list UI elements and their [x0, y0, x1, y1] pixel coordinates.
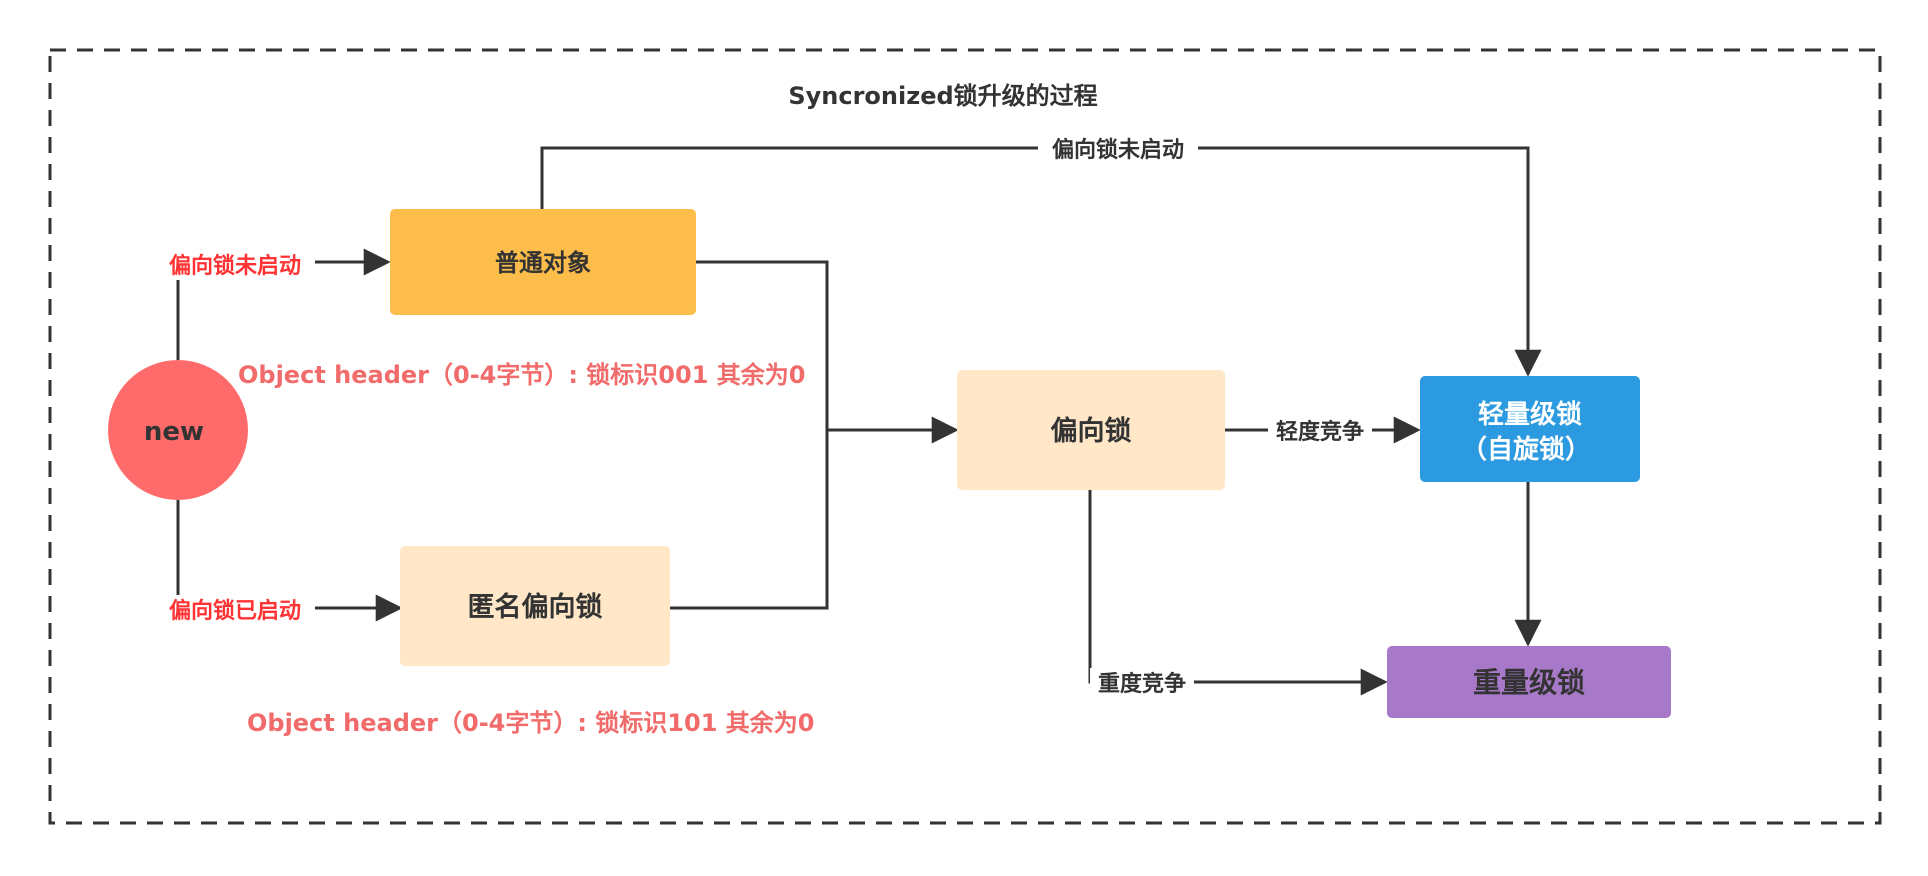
node-heavyweight: [1387, 646, 1671, 718]
note-normal-object-header: Object header（0-4字节）: 锁标识001 其余为0: [238, 361, 805, 389]
node-new: [108, 360, 248, 500]
node-lightweight-label-line2: （自旋锁）: [1461, 434, 1591, 465]
label-bg: [1090, 668, 1194, 698]
node-lightweight-label-line1: 轻量级锁: [1478, 399, 1582, 430]
node-anon-biased: [400, 546, 670, 666]
label-bg: [155, 250, 315, 280]
edge-anon-to-biased: [670, 430, 829, 610]
diagram-frame: [48, 48, 1882, 825]
node-anon-biased-label: 匿名偏向锁: [468, 591, 603, 623]
note-anon-biased-header: Object header（0-4字节）: 锁标识101 其余为0: [247, 709, 814, 737]
edge-new-to-anon: [176, 500, 403, 622]
edge-label-biased-to-lightweight: 轻度竞争: [1276, 419, 1364, 445]
label-bg: [155, 595, 315, 625]
label-bg: [1038, 134, 1198, 164]
node-lightweight: [1420, 376, 1640, 482]
node-heavyweight-label: 重量级锁: [1473, 666, 1585, 699]
edge-normal-to-biased: [696, 260, 829, 430]
edge-label-new-to-anon: 偏向锁已启动: [169, 598, 301, 624]
node-biased-label: 偏向锁: [1051, 415, 1132, 447]
label-bg: [1268, 416, 1372, 446]
node-new-label: new: [144, 417, 204, 447]
edge-label-new-to-normal: 偏向锁未启动: [169, 253, 301, 279]
edge-label-biased-to-heavyweight: 重度竞争: [1098, 671, 1186, 697]
diagram-title: Syncronized锁升级的过程: [788, 82, 1097, 110]
edge-label-normal-to-lightweight: 偏向锁未启动: [1052, 137, 1184, 163]
edge-biased-to-heavyweight: [1088, 490, 1388, 696]
node-normal-object-label: 普通对象: [495, 249, 591, 277]
node-normal-object: [390, 209, 696, 315]
node-biased: [957, 370, 1225, 490]
edge-normal-to-lightweight: [540, 146, 1542, 377]
